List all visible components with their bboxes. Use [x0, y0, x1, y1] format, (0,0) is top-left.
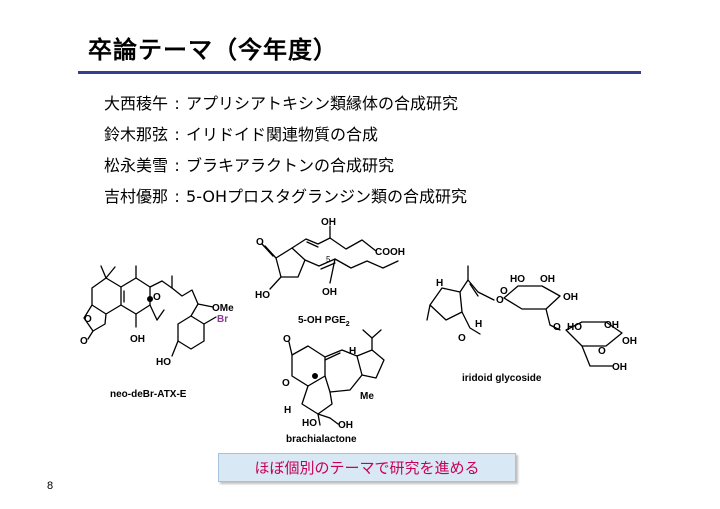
atom-oh: OH: [622, 336, 637, 347]
structure-pge2: [261, 225, 399, 290]
molecule-label: neo-deBr-ATX-E: [110, 389, 187, 400]
structure-brachialactone: [288, 329, 385, 426]
stereocenter-dot: [312, 373, 318, 379]
atom-cooh: COOH: [375, 247, 405, 258]
atom-o: O: [598, 346, 606, 357]
stereocenter-dot: [147, 296, 153, 302]
separator: :: [174, 156, 180, 175]
atom-h: H: [284, 405, 291, 416]
structure-iridoid-glycoside: [426, 265, 623, 367]
theme-topic: アプリシアトキシン類縁体の合成研究: [186, 94, 459, 113]
atom-oh: OH: [563, 292, 578, 303]
atom-oh: OH: [604, 320, 619, 331]
atom-oh: OH: [321, 217, 336, 228]
atom-h: H: [436, 278, 443, 289]
theme-topic: ブラキアラクトンの合成研究: [186, 156, 395, 175]
student-name: 吉村優那: [104, 187, 169, 206]
atom-o: O: [84, 314, 92, 325]
atom-o: O: [80, 336, 88, 347]
theme-topic: イリドイド関連物質の合成: [186, 125, 379, 144]
atom-ho: HO: [156, 357, 171, 368]
molecule-label: iridoid glycoside: [462, 373, 542, 384]
theme-item: 吉村優那:5-OHプロスタグランジン類の合成研究: [104, 186, 467, 217]
atom-ome: OMe: [212, 303, 234, 314]
atom-o: O: [283, 334, 291, 345]
atom-br: Br: [217, 314, 228, 325]
atom-oh: OH: [322, 287, 337, 298]
atom-ho: HO: [567, 322, 582, 333]
atom-o: O: [496, 295, 504, 306]
atom-ho: HO: [302, 418, 317, 429]
thesis-theme-list: 大西稜午: アプリシアトキシン類縁体の合成研究 鈴木那弦: イリドイド関連物質の合成…: [104, 93, 467, 217]
atom-me: Me: [360, 391, 374, 402]
atom-ho: HO: [510, 274, 525, 285]
theme-item: 大西稜午: アプリシアトキシン類縁体の合成研究: [104, 93, 467, 124]
separator: :: [174, 94, 180, 113]
student-name: 大西稜午: [104, 94, 169, 113]
atom-o: O: [458, 333, 466, 344]
student-name: 鈴木那弦: [104, 125, 169, 144]
carbon-locant: 5: [326, 255, 331, 264]
atom-ho: HO: [255, 290, 270, 301]
page-number: 8: [47, 480, 54, 492]
molecule-label: brachialactone: [286, 434, 357, 445]
theme-topic: 5-OHプロスタグランジン類の合成研究: [186, 187, 468, 206]
atom-oh: OH: [540, 274, 555, 285]
atom-o: O: [553, 322, 561, 333]
atom-h: H: [475, 319, 482, 330]
atom-o: O: [153, 292, 161, 303]
atom-oh: OH: [338, 420, 353, 431]
summary-banner: ほぼ個別のテーマで研究を進める: [218, 453, 516, 482]
theme-item: 鈴木那弦: イリドイド関連物質の合成: [104, 124, 467, 155]
separator: :: [174, 187, 180, 206]
slide-title: 卒論テーマ（今年度）: [88, 36, 338, 64]
separator: :: [174, 125, 180, 144]
atom-o: O: [256, 237, 264, 248]
atom-h: H: [349, 346, 356, 357]
structure-atx-e: [83, 265, 217, 357]
atom-oh: OH: [130, 334, 145, 345]
atom-o: O: [282, 378, 290, 389]
atom-oh: OH: [612, 362, 627, 373]
theme-item: 松永美雪: ブラキアラクトンの合成研究: [104, 155, 467, 186]
student-name: 松永美雪: [104, 156, 169, 175]
molecule-label: 5-OH PGE2: [298, 315, 350, 328]
title-underline: [78, 71, 641, 74]
atom-o: O: [500, 286, 508, 297]
